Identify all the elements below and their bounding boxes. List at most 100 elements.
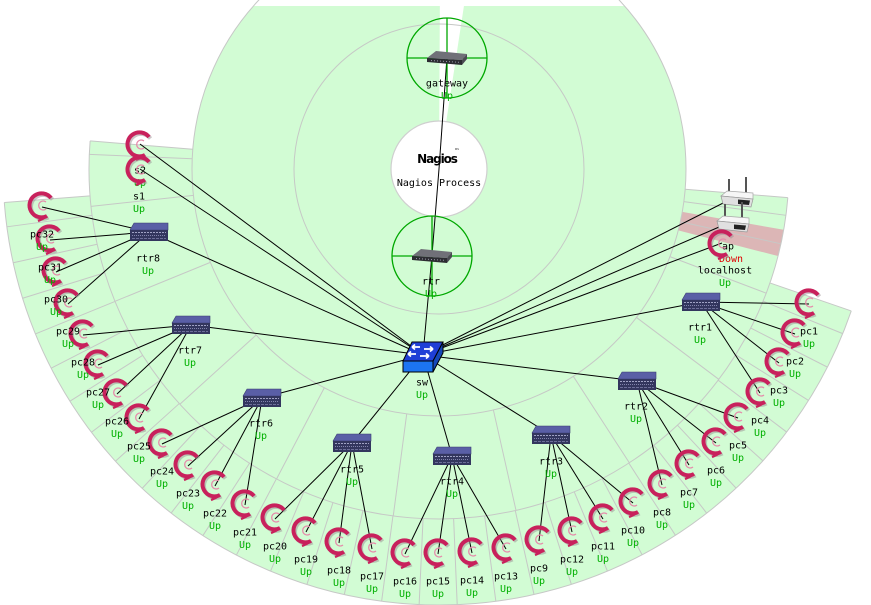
router-icon[interactable]	[432, 446, 472, 465]
debian-icon[interactable]	[701, 427, 729, 459]
debian-icon[interactable]	[35, 224, 63, 256]
host-name-label: rtr4	[440, 477, 464, 488]
wireless-ap-icon[interactable]	[716, 202, 750, 233]
debian-icon[interactable]	[457, 537, 485, 569]
debian-icon[interactable]	[324, 527, 352, 559]
gray-router-icon[interactable]	[427, 51, 467, 65]
debian-icon[interactable]	[707, 229, 735, 261]
router-icon[interactable]	[681, 292, 721, 311]
debian-icon[interactable]	[357, 533, 385, 565]
debian-icon[interactable]	[618, 487, 646, 519]
debian-icon[interactable]	[557, 516, 585, 548]
debian-icon[interactable]	[173, 450, 201, 482]
host-name-label: pc30	[44, 295, 68, 306]
debian-icon[interactable]	[723, 402, 751, 434]
debian-icon[interactable]	[260, 503, 288, 535]
debian-icon[interactable]	[200, 470, 228, 502]
debian-icon[interactable]	[423, 538, 451, 570]
debian-icon[interactable]	[230, 489, 258, 521]
link-rtr2-pc6	[636, 380, 717, 444]
gray-router-icon[interactable]	[412, 249, 452, 263]
router-icon[interactable]	[171, 315, 211, 334]
router-icon[interactable]	[617, 371, 657, 390]
debian-icon[interactable]	[124, 403, 152, 435]
debian-icon[interactable]	[147, 428, 175, 460]
debian-icon[interactable]	[41, 256, 69, 288]
host-status-label: Up	[416, 390, 428, 401]
host-unlabeled-ap[interactable]	[720, 177, 754, 208]
debian-icon[interactable]	[780, 318, 808, 350]
router-icon[interactable]	[129, 222, 169, 241]
wireless-ap-icon[interactable]	[720, 177, 754, 208]
router-icon[interactable]	[531, 425, 571, 444]
debian-icon[interactable]	[68, 319, 96, 351]
debian-icon[interactable]	[291, 516, 319, 548]
host-status-label: Up	[732, 453, 744, 464]
debian-icon[interactable]	[745, 377, 773, 409]
debian-icon[interactable]	[83, 349, 111, 381]
debian-icon[interactable]	[53, 288, 81, 320]
debian-icon[interactable]	[764, 347, 792, 379]
switch-icon[interactable]	[402, 341, 444, 373]
debian-icon[interactable]	[524, 525, 552, 557]
host-name-label: pc8	[653, 508, 671, 519]
debian-icon[interactable]	[125, 155, 153, 187]
router-icon[interactable]	[332, 433, 372, 452]
debian-icon[interactable]	[794, 288, 822, 320]
debian-icon[interactable]	[647, 469, 675, 501]
debian-icon[interactable]	[588, 503, 616, 535]
debian-icon[interactable]	[674, 449, 702, 481]
debian-icon[interactable]	[27, 191, 55, 223]
debian-icon[interactable]	[102, 378, 130, 410]
router-icon[interactable]	[242, 388, 282, 407]
debian-icon[interactable]	[491, 533, 519, 565]
debian-icon[interactable]	[390, 538, 418, 570]
